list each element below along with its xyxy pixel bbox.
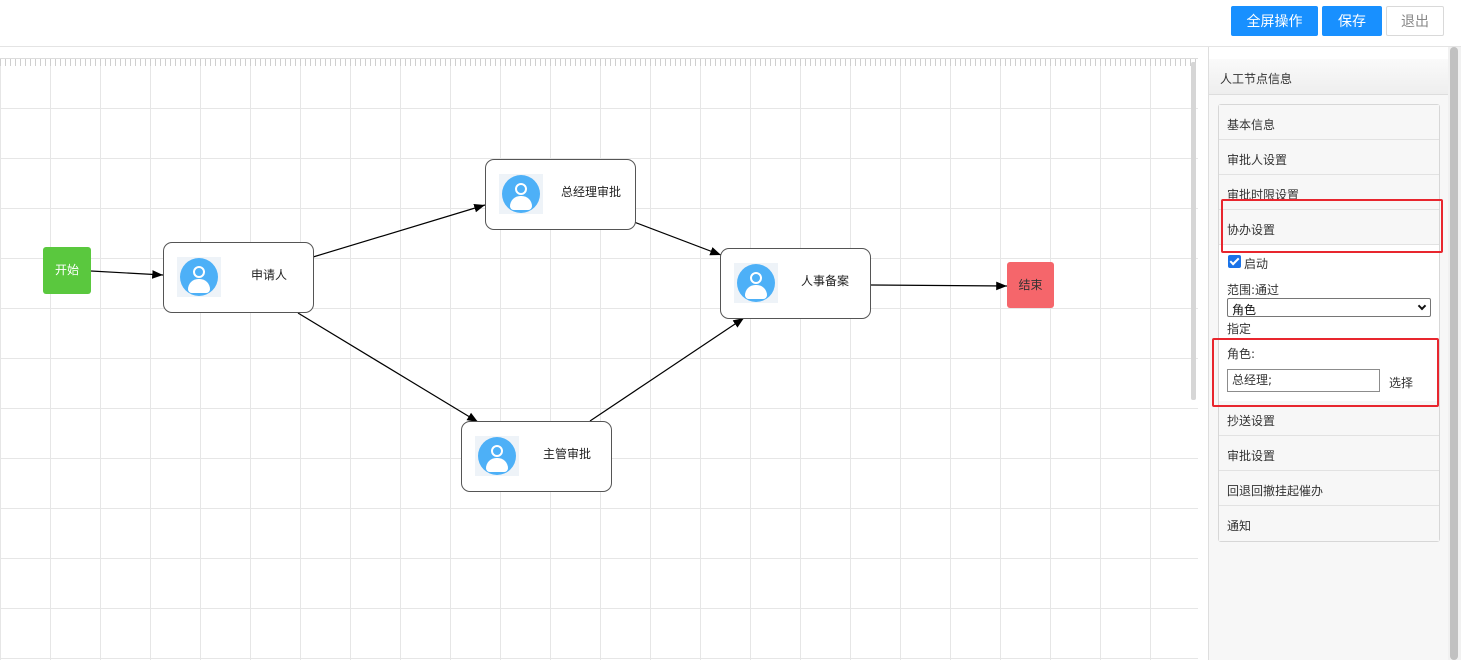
node-applicant[interactable]: 申请人 xyxy=(163,242,314,313)
node-label: 人事备案 xyxy=(801,274,850,288)
section-label: 协办设置 xyxy=(1227,223,1276,237)
node-label: 申请人 xyxy=(251,268,288,282)
scope-select[interactable]: 角色 xyxy=(1227,298,1431,317)
edge-hr-end xyxy=(870,281,1008,291)
user-avatar-icon xyxy=(475,436,519,476)
section-label: 基本信息 xyxy=(1227,118,1276,132)
edge-applicant-supervisor xyxy=(297,312,479,423)
section-label: 回退回撤挂起催办 xyxy=(1227,484,1324,498)
section-notify[interactable]: 通知 xyxy=(1219,506,1439,541)
start-node[interactable]: 开始 xyxy=(43,247,91,294)
section-label: 审批时限设置 xyxy=(1227,188,1300,202)
section-approver[interactable]: 审批人设置 xyxy=(1219,140,1439,175)
user-avatar-icon xyxy=(734,263,778,303)
node-gm-approval[interactable]: 总经理审批 xyxy=(485,159,636,230)
exit-button[interactable]: 退出 xyxy=(1386,6,1444,36)
toolbar: 全屏操作 保存 退出 xyxy=(0,0,1461,47)
edge-applicant-gm xyxy=(312,203,486,258)
scope-label: 范围:通过 xyxy=(1227,283,1280,297)
edge-supervisor-hr xyxy=(589,317,745,422)
panel-scrollbar-thumb[interactable] xyxy=(1450,47,1458,660)
node-hr-record[interactable]: 人事备案 xyxy=(720,248,871,319)
end-node[interactable]: 结束 xyxy=(1007,262,1054,308)
highlight-box-role xyxy=(1212,338,1439,407)
chevron-down-icon xyxy=(1417,301,1427,311)
flow-canvas[interactable] xyxy=(0,58,1198,660)
panel-header: 人工节点信息 xyxy=(1209,59,1449,95)
panel-scrollbar[interactable] xyxy=(1448,47,1461,660)
node-label: 总经理审批 xyxy=(561,185,622,199)
section-assist[interactable]: 协办设置 xyxy=(1219,210,1439,245)
node-supervisor-approval[interactable]: 主管审批 xyxy=(461,421,612,492)
enable-label: 启动 xyxy=(1244,257,1269,271)
section-label: 审批人设置 xyxy=(1227,153,1288,167)
fullscreen-button[interactable]: 全屏操作 xyxy=(1231,6,1318,36)
role-input[interactable]: 总经理; xyxy=(1227,369,1380,392)
panel-title: 人工节点信息 xyxy=(1220,72,1293,86)
role-label: 角色: xyxy=(1227,347,1256,361)
section-time-limit[interactable]: 审批时限设置 xyxy=(1219,175,1439,210)
scope-select-value: 角色 xyxy=(1232,303,1257,317)
assign-label: 指定 xyxy=(1227,322,1252,336)
flow-edges xyxy=(90,203,1008,423)
canvas-scrollbar[interactable] xyxy=(1191,62,1196,400)
highlight-box-assist xyxy=(1221,199,1443,253)
user-avatar-icon xyxy=(499,174,543,214)
edge-start-applicant xyxy=(90,270,164,279)
node-label: 主管审批 xyxy=(543,447,592,461)
section-rollback[interactable]: 回退回撤挂起催办 xyxy=(1219,471,1439,506)
choose-role-button[interactable]: 选择 xyxy=(1389,376,1414,390)
enable-checkbox[interactable] xyxy=(1228,255,1241,268)
section-approval-settings[interactable]: 审批设置 xyxy=(1219,436,1439,471)
canvas-ruler xyxy=(0,58,1198,66)
canvas-divider xyxy=(1208,47,1209,660)
user-avatar-icon xyxy=(177,257,221,297)
edge-gm-hr xyxy=(633,221,722,256)
save-button[interactable]: 保存 xyxy=(1322,6,1382,36)
section-label: 通知 xyxy=(1227,519,1252,533)
section-label: 审批设置 xyxy=(1227,449,1276,463)
section-basic-info[interactable]: 基本信息 xyxy=(1219,105,1439,140)
section-label: 抄送设置 xyxy=(1227,414,1276,428)
